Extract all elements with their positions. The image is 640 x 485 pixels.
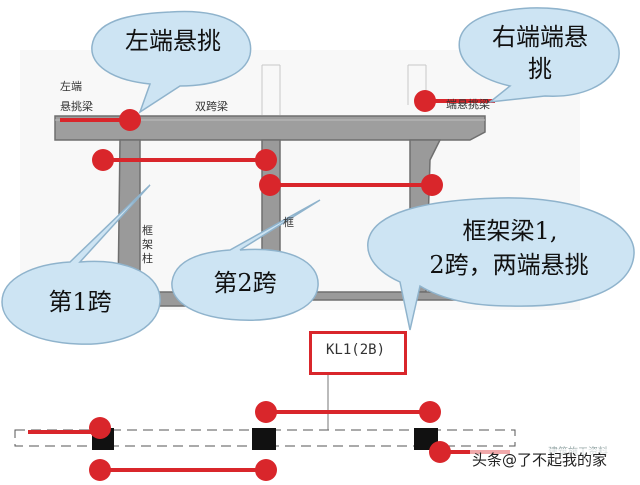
bubble-frame-beam xyxy=(367,197,635,331)
bubble-right-cantilever-line2: 挑 xyxy=(528,55,552,83)
watermark-handle: @了不起我的家 xyxy=(502,451,608,469)
bubble-span2-text: 第2跨 xyxy=(213,269,277,297)
label-column-a-3: 柱 xyxy=(142,252,153,265)
bubble-right-cantilever-line1: 右端端悬 xyxy=(492,23,588,51)
bubble-span2 xyxy=(171,199,321,321)
label-left-end-1: 左端 xyxy=(60,80,82,93)
label-right-end: 端悬挑梁 xyxy=(446,98,490,111)
kl-label-text: KL1(2B) xyxy=(326,342,386,358)
schematic-support-2 xyxy=(252,428,276,450)
bubble-shapes xyxy=(1,7,635,345)
bubble-span1 xyxy=(1,184,161,345)
bubble-right-cantilever xyxy=(458,7,620,104)
bubble-frame-beam-line1: 框架梁1, xyxy=(462,217,558,245)
kl-label-box xyxy=(309,331,407,375)
label-column-a-1: 框 xyxy=(142,224,153,237)
label-double-span: 双跨梁 xyxy=(195,100,228,113)
label-left-end-2: 悬挑梁 xyxy=(60,100,93,113)
label-column-b: 框 xyxy=(283,216,294,229)
bubble-left-cantilever-text: 左端悬挑 xyxy=(125,27,221,55)
watermark: 头条@了不起我的家 xyxy=(470,449,610,470)
bubble-span1-text: 第1跨 xyxy=(48,288,112,316)
bubble-left-cantilever xyxy=(91,10,252,114)
bubble-frame-beam-line2: 2跨，两端悬挑 xyxy=(429,251,589,279)
schematic-red-dots xyxy=(89,401,451,481)
top-red-lines xyxy=(60,99,495,187)
label-column-a-2: 架 xyxy=(142,238,153,251)
schematic xyxy=(14,375,516,481)
watermark-prefix: 头条 xyxy=(472,451,503,469)
top-red-dots xyxy=(92,90,443,196)
main-beam xyxy=(54,115,486,141)
